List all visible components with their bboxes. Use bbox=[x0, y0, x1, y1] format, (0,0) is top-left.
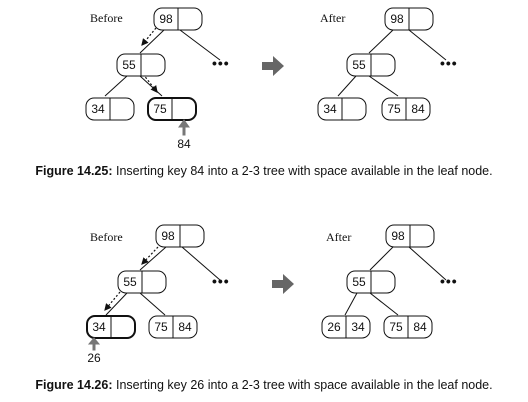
tree-node-leaf: 26 34 bbox=[321, 315, 371, 339]
node-key: 75 bbox=[154, 320, 168, 334]
node-key: 98 bbox=[390, 12, 404, 26]
edge bbox=[139, 292, 166, 316]
tree-node-leaf: 75 84 bbox=[148, 315, 198, 339]
tree-node-root: 98 bbox=[384, 7, 434, 31]
insert-arrow-icon bbox=[87, 337, 101, 351]
caption-text: Inserting key 26 into a 2-3 tree with sp… bbox=[112, 378, 493, 392]
tree-node-leaf-target: 75 bbox=[147, 97, 197, 121]
edge bbox=[369, 292, 399, 316]
edge bbox=[104, 75, 128, 97]
tree-node-leaf: 75 84 bbox=[383, 315, 433, 339]
edge bbox=[368, 29, 394, 54]
node-key: 55 bbox=[122, 58, 136, 72]
after-label: After bbox=[326, 230, 351, 244]
node-key: 84 bbox=[413, 320, 427, 334]
edge bbox=[408, 29, 447, 61]
after-label: After bbox=[320, 11, 345, 25]
tree-node-leaf: 34 bbox=[317, 97, 367, 121]
inserted-key: 84 bbox=[177, 137, 191, 151]
ellipsis: ••• bbox=[440, 273, 458, 289]
search-path-arrow bbox=[141, 27, 157, 46]
edge bbox=[337, 75, 357, 97]
edge bbox=[344, 292, 358, 316]
figure-caption: Figure 14.26: Inserting key 26 into a 2-… bbox=[0, 378, 528, 392]
search-path-arrow bbox=[104, 291, 121, 311]
tree-node-leaf: 34 bbox=[85, 97, 135, 121]
inserted-key: 26 bbox=[87, 351, 101, 365]
node-key: 75 bbox=[389, 320, 403, 334]
tree-node-internal: 55 bbox=[117, 270, 167, 294]
node-key: 34 bbox=[323, 102, 337, 116]
node-key: 34 bbox=[91, 102, 105, 116]
node-key: 98 bbox=[391, 229, 405, 243]
tree-node-root: 98 bbox=[155, 224, 205, 248]
tree-node-leaf-target: 34 bbox=[86, 315, 136, 339]
tree-node-leaf: 75 84 bbox=[381, 97, 431, 121]
node-key: 84 bbox=[411, 102, 425, 116]
transition-arrow-icon bbox=[262, 56, 284, 76]
node-key: 84 bbox=[178, 320, 192, 334]
node-key: 55 bbox=[352, 58, 366, 72]
node-key: 75 bbox=[153, 102, 167, 116]
edge bbox=[369, 246, 394, 271]
caption-number: Figure 14.26: bbox=[35, 378, 113, 392]
node-key: 55 bbox=[123, 275, 137, 289]
tree-node-internal: 55 bbox=[346, 270, 396, 294]
figure-caption: Figure 14.25: Inserting key 84 into a 2-… bbox=[0, 164, 528, 178]
tree-node-root: 98 bbox=[153, 7, 203, 31]
ellipsis: ••• bbox=[212, 273, 230, 289]
node-key: 55 bbox=[352, 275, 366, 289]
node-key: 98 bbox=[161, 229, 175, 243]
edge bbox=[139, 75, 163, 97]
caption-text: Inserting key 84 into a 2-3 tree with sp… bbox=[112, 164, 493, 178]
tree-node-root: 98 bbox=[385, 224, 435, 248]
ellipsis: ••• bbox=[212, 55, 230, 71]
node-key: 98 bbox=[159, 12, 173, 26]
node-key: 34 bbox=[92, 320, 106, 334]
ellipsis: ••• bbox=[440, 55, 458, 71]
edge bbox=[408, 246, 447, 281]
edge bbox=[181, 246, 221, 281]
edge bbox=[179, 29, 221, 61]
edge bbox=[368, 75, 399, 97]
transition-arrow-icon bbox=[272, 274, 294, 294]
caption-number: Figure 14.25: bbox=[35, 164, 113, 178]
edge bbox=[139, 246, 167, 271]
tree-node-internal: 55 bbox=[116, 53, 166, 77]
insert-arrow-icon bbox=[178, 119, 190, 136]
node-key: 26 bbox=[327, 320, 341, 334]
edge bbox=[139, 29, 165, 54]
edge bbox=[105, 292, 128, 316]
node-key: 34 bbox=[351, 320, 365, 334]
node-key: 75 bbox=[387, 102, 401, 116]
before-label: Before bbox=[90, 230, 123, 244]
before-label: Before bbox=[90, 11, 123, 25]
tree-node-internal: 55 bbox=[346, 53, 396, 77]
